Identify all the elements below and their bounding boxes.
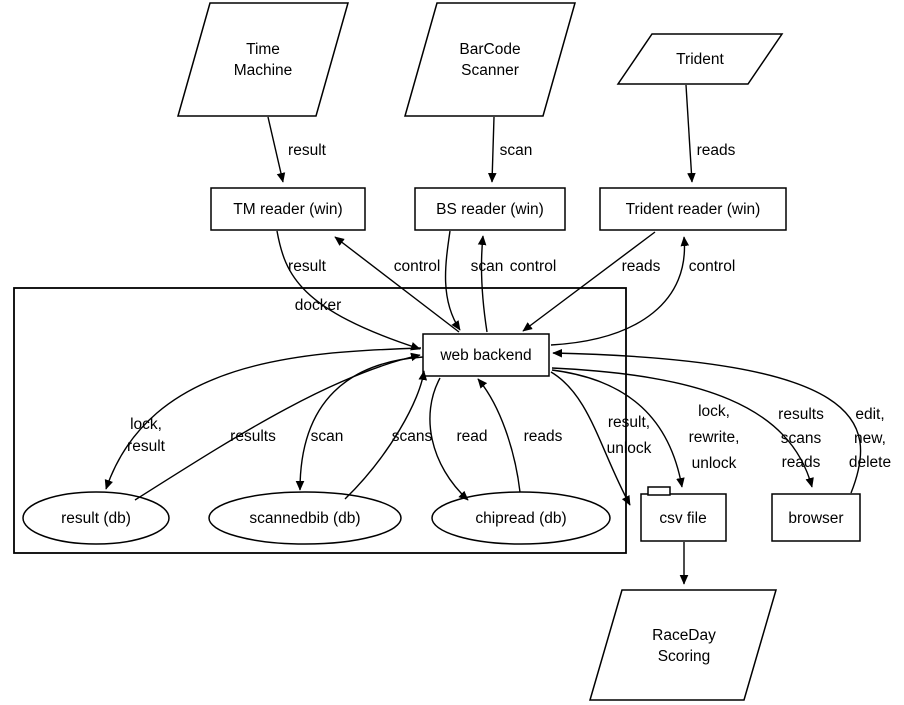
edge-label-scan-scannedbib: scan [311,428,344,445]
edge-webbackend-scannedbibdb [295,356,424,491]
edge-timemachine-tmreader [267,116,286,183]
edge-scannedbibdb-webbackend [344,370,428,500]
edge-chipreaddb-webbackend [477,378,521,493]
edge-label-lock-rewrite-line3: unlock [692,455,737,472]
node-label-browser: browser [788,510,843,527]
edge-label-scan-bsreader: scan [471,258,504,275]
edge-webbackend-resultdb [104,347,422,490]
edge-tmreader-webbackend [276,230,421,351]
node-label-tm-reader: TM reader (win) [233,201,342,218]
node-label-barcode-line1: BarCode [459,41,520,58]
edge-label-browser-in-line2: new, [854,430,886,447]
node-scannedbib-db[interactable] [208,491,402,545]
edge-label-result-unlock-line2: unlock [607,440,652,457]
edge-webbackend-csvfile-lock [551,369,685,488]
edge-webbackend-chipreaddb [429,377,469,501]
node-csv-file[interactable] [640,486,727,542]
node-result-db[interactable] [22,491,170,545]
cluster-label-docker: docker [295,297,342,314]
edge-label-results-resultdb: results [230,428,276,445]
edge-label-scans-scannedbib: scans [392,428,433,445]
node-label-trident: Trident [676,51,724,68]
edge-webbackend-browser [551,367,814,488]
edge-label-read-chipread: read [456,428,487,445]
edge-label-browser-in-line1: edit, [855,406,884,423]
node-label-raceday-line1: RaceDay [652,627,716,644]
node-tm-reader[interactable] [210,187,366,231]
node-label-time-machine-line2: Machine [234,62,293,79]
node-label-trident-reader: Trident reader (win) [626,201,761,218]
edge-webbackend-bsreader-control [444,230,461,331]
edge-label-reads-chipread: reads [524,428,563,445]
edge-bsreader-webbackend-scan [477,235,488,333]
edge-webbackend-tmreader-control [334,236,460,333]
node-label-bs-reader: BS reader (win) [436,201,544,218]
edge-resultdb-webbackend [134,352,421,501]
edge-label-control-tmreader: control [394,258,441,275]
node-label-chipread-db: chipread (db) [475,510,566,527]
node-label-result-db: result (db) [61,510,131,527]
edge-label-lock-result-line2: result [127,438,166,455]
edge-label-result-unlock-line1: result, [608,414,650,431]
node-web-backend[interactable] [422,333,550,377]
edge-label-lock-rewrite-line2: rewrite, [689,429,740,446]
node-label-time-machine-line1: Time [246,41,280,58]
edge-webbackend-csvfile-result [550,371,631,506]
node-browser[interactable] [771,493,861,542]
node-label-raceday-line2: Scoring [658,648,711,665]
edge-label-browser-out-line3: reads [782,454,821,471]
node-trident-reader[interactable] [599,187,787,231]
node-label-scannedbib-db: scannedbib (db) [249,510,360,527]
edge-label-result-tmreader: result [288,258,327,275]
node-time-machine[interactable] [177,2,349,117]
node-label-barcode-line2: Scanner [461,62,519,79]
node-bs-reader[interactable] [414,187,566,231]
edge-webbackend-tridentreader-control [550,236,690,346]
node-raceday-scoring[interactable] [589,589,777,701]
edge-browser-webbackend [552,348,862,494]
edge-label-lock-rewrite-line1: lock, [698,403,730,420]
node-trident[interactable] [616,33,784,85]
edge-barcode-bsreader [487,116,497,183]
edge-tridentreader-webbackend-reads [522,231,656,332]
node-label-web-backend: web backend [439,347,531,364]
edge-label-browser-out-line1: results [778,406,824,423]
edge-label-browser-out-line2: scans [781,430,822,447]
docker-cluster-boundary [13,287,627,554]
edge-label-lock-result-line1: lock, [130,416,162,433]
edge-label-result-timemachine: result [288,142,327,159]
edge-label-reads-tridentreader: reads [622,258,661,275]
node-chipread-db[interactable] [431,491,611,545]
edge-label-scan-barcode: scan [500,142,533,159]
node-label-csv-file: csv file [659,510,706,527]
edge-label-browser-in-line3: delete [849,454,891,471]
edge-label-control-bsreader: control [510,258,557,275]
edge-label-reads-trident: reads [697,142,736,159]
edge-trident-tridentreader [685,84,696,183]
edge-label-control-tridentreader: control [689,258,736,275]
node-barcode-scanner[interactable] [404,2,576,117]
